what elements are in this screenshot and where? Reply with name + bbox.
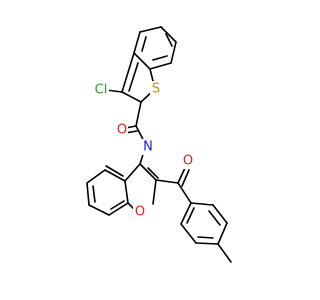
bond: [147, 167, 159, 179]
bond: [155, 179, 179, 184]
bond: [186, 207, 195, 224]
atom-s: S: [150, 81, 162, 97]
bond: [195, 242, 219, 245]
bond: [121, 52, 135, 93]
bond: [165, 33, 173, 47]
molecule-diagram: Cl S O N O O: [86, 26, 232, 263]
bond: [152, 55, 168, 61]
bond: [105, 165, 124, 177]
bond: [170, 41, 177, 64]
bond: [208, 210, 221, 226]
bond: [86, 169, 106, 184]
atom-o-amide: O: [115, 122, 128, 138]
atom-n-label: N: [143, 140, 153, 155]
atom-o-ketone: O: [182, 153, 195, 169]
bonds-group: [86, 26, 232, 263]
bond: [86, 182, 90, 206]
bond: [149, 62, 172, 70]
bond: [128, 62, 139, 92]
bond: [133, 31, 141, 54]
bond: [124, 163, 141, 182]
bond: [212, 204, 228, 224]
bond: [197, 236, 214, 239]
atom-s-label: S: [152, 82, 160, 97]
bond: [180, 223, 197, 244]
bond: [181, 169, 190, 187]
bond: [108, 202, 129, 216]
bond: [141, 36, 147, 52]
bond: [110, 200, 125, 210]
atom-o-amide-label: O: [117, 123, 127, 138]
bond: [139, 26, 162, 33]
bond: [104, 169, 126, 182]
bond: [121, 91, 142, 103]
atom-n: N: [141, 139, 154, 155]
atom-cl: Cl: [91, 82, 109, 98]
atom-o-furan-label: O: [135, 205, 145, 220]
bond: [133, 52, 151, 70]
bond: [135, 101, 142, 127]
atom-cl-label: Cl: [95, 83, 108, 98]
bond: [88, 204, 110, 216]
bond: [139, 163, 157, 181]
atom-o-furan: O: [133, 204, 146, 220]
bond: [92, 185, 96, 203]
bond: [180, 202, 192, 225]
bond: [217, 243, 232, 263]
bond: [160, 26, 177, 43]
bond: [152, 179, 157, 205]
atom-labels-group: Cl S O N O O: [91, 81, 195, 220]
bond: [124, 180, 129, 204]
bond: [190, 202, 214, 206]
bond: [177, 182, 192, 204]
bond: [217, 222, 228, 245]
atom-o-ketone-label: O: [183, 154, 193, 169]
bond: [177, 167, 186, 184]
